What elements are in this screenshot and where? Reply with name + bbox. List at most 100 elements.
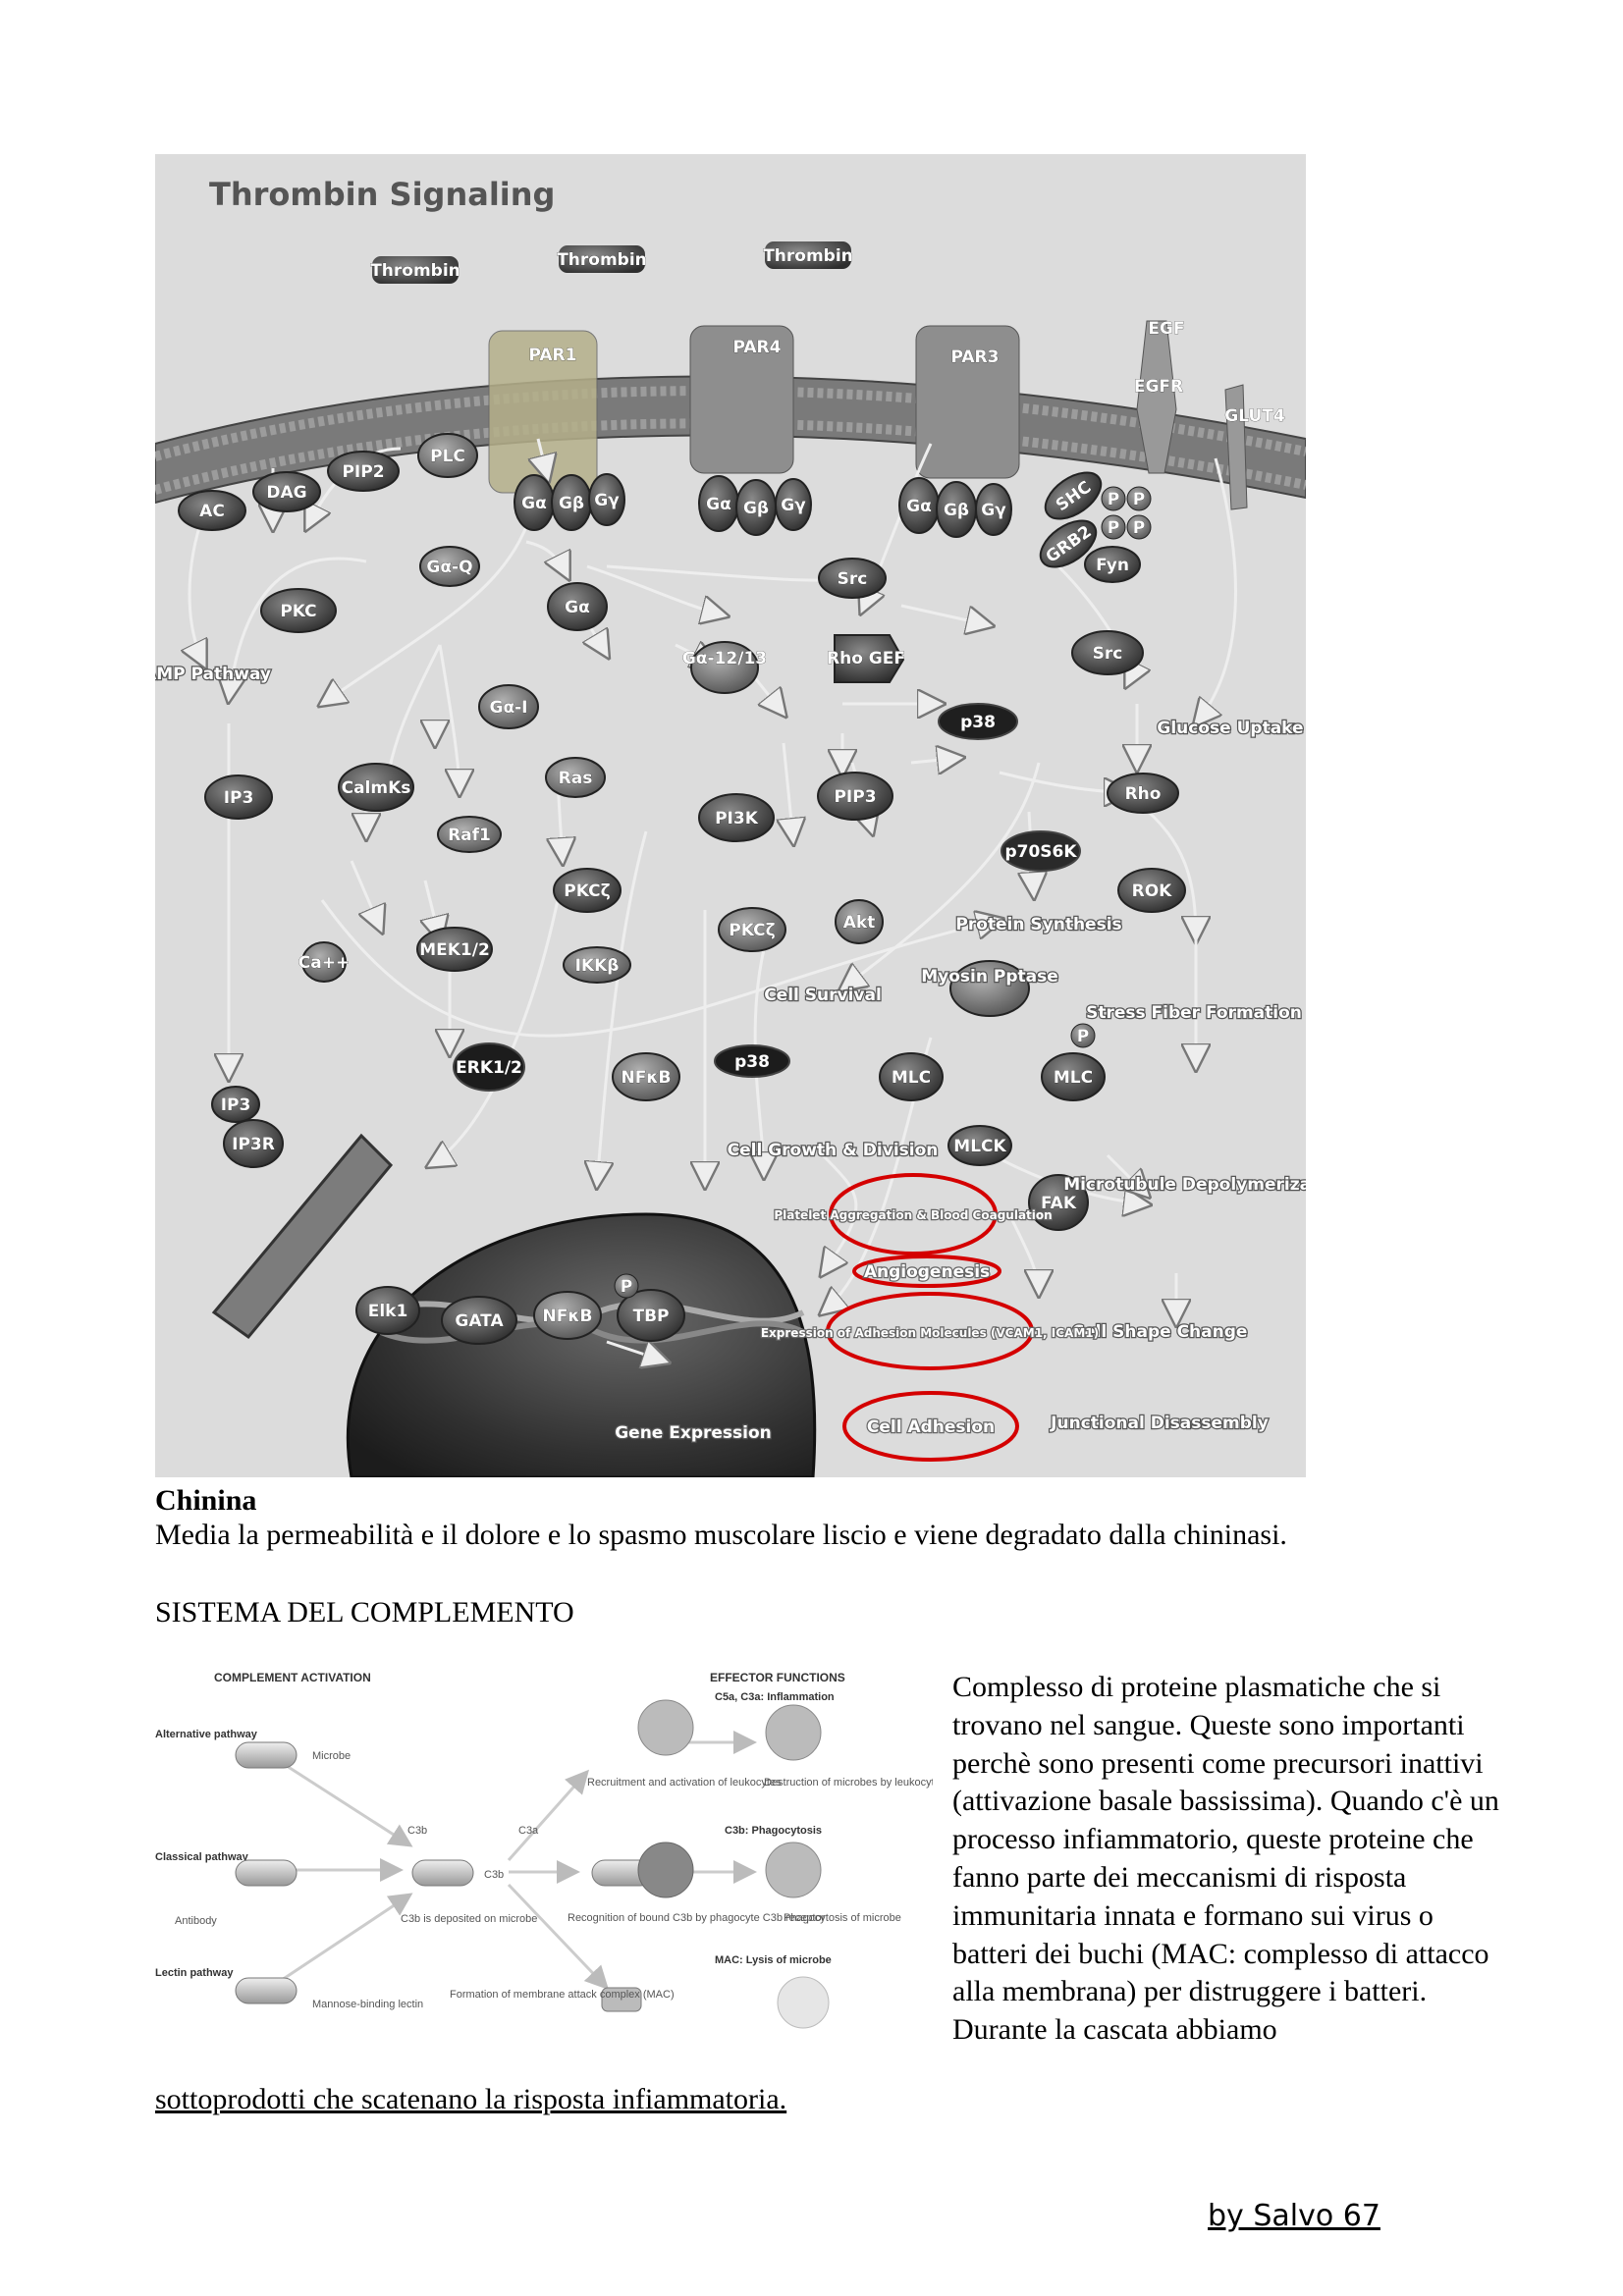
node-label: DAG (266, 483, 306, 503)
node-label: Gα-12/13 (682, 649, 767, 668)
leukocyte (766, 1705, 821, 1760)
node-label: IKKβ (575, 956, 620, 976)
node-label: P (1108, 490, 1119, 509)
node-label: Gα-Q (426, 558, 472, 577)
complement-continuation: sottoprodotti che scatenano la risposta … (155, 2083, 786, 2116)
node-label: PLC (430, 447, 465, 466)
figure-label: C3b is deposited on microbe (401, 1913, 537, 1925)
node-label: Src (1093, 644, 1123, 664)
receptor-label: Thrombin (557, 250, 647, 270)
node-label: p38 (734, 1052, 770, 1072)
outcome-label: Cell Adhesion (867, 1417, 995, 1437)
microbe (236, 1742, 297, 1768)
figure-label: Recruitment and activation of leukocytes (587, 1777, 782, 1789)
thrombin-signaling-figure: Thrombin Signaling (155, 154, 1306, 1477)
node-label: Rho GEF (827, 649, 905, 668)
figure-label: C5a, C3a: Inflammation (715, 1691, 835, 1703)
process-label: Cell Survival (764, 986, 882, 1005)
node-label: P (1077, 1027, 1089, 1046)
process-label: cAMP Pathway (155, 665, 271, 684)
figure-label: Destruction of microbes by leukocytes (764, 1777, 933, 1789)
node-label: Myosin Pptase (921, 967, 1058, 987)
leukocyte (638, 1700, 693, 1755)
figure-label: Formation of membrane attack complex (MA… (450, 1989, 675, 2001)
effector-functions-title: EFFECTOR FUNCTIONS (710, 1671, 845, 1684)
figure-label: Microbe (312, 1750, 351, 1762)
node-label: Gγ (981, 501, 1006, 520)
node-label: Gα-I (489, 698, 527, 718)
process-label: Junctional Disassembly (1050, 1414, 1269, 1433)
node-label: P (1133, 518, 1145, 538)
chinina-heading: Chinina (155, 1484, 256, 1518)
node-label: P (1108, 518, 1119, 538)
node-label: Gα (521, 494, 547, 513)
node-label: ROK (1132, 881, 1173, 901)
outcome-label: Expression of Adhesion Molecules (VCAM1,… (761, 1326, 1099, 1340)
receptor-label: PAR1 (529, 346, 577, 365)
outcome-label: Platelet Aggregation & Blood Coagulation (774, 1208, 1052, 1222)
node-label: MEK1/2 (419, 940, 490, 960)
node-label: Raf1 (448, 826, 491, 845)
node-label: Gγ (594, 491, 620, 510)
node-label: Gγ (781, 496, 806, 515)
node-label: GATA (455, 1311, 504, 1331)
node-label: Gα (706, 495, 731, 514)
receptor-label: EGFR (1134, 377, 1183, 397)
node-label: NFκB (622, 1068, 672, 1088)
figure-label: C3b (407, 1825, 427, 1837)
node-label: Rho (1125, 784, 1162, 804)
figure-label: C3b: Phagocytosis (725, 1825, 822, 1837)
receptor-label: EGF (1148, 319, 1184, 339)
node-label: Ca++ (298, 953, 350, 973)
phagocyte (638, 1842, 693, 1897)
node-label: PI3K (715, 809, 759, 828)
node-label: Elk1 (368, 1302, 408, 1321)
pathway-label: Alternative pathway (155, 1729, 258, 1740)
process-label: Glucose Uptake (1157, 719, 1303, 738)
phagocyte (766, 1842, 821, 1897)
node-label: p70S6K (1004, 842, 1077, 862)
figure-label: Antibody (175, 1915, 217, 1927)
complement-paragraph: Complesso di proteine plasmatiche che si… (952, 1669, 1502, 2050)
node-label: Src (838, 569, 868, 589)
node-label: TBP (632, 1307, 669, 1326)
figure-label: C3a (518, 1825, 539, 1837)
receptor-label: PAR3 (951, 347, 1000, 367)
glut4-receptor (1225, 385, 1247, 509)
node-label: Gα (906, 497, 932, 516)
node-label: IP3 (221, 1095, 251, 1115)
process-label: Stress Fiber Formation (1086, 1003, 1302, 1023)
receptor-label: Thrombin (370, 261, 460, 281)
microbe (236, 1978, 297, 2003)
node-label: P (621, 1277, 632, 1297)
node-label: CalmKs (342, 778, 411, 798)
node-label: PKCζ (564, 881, 610, 901)
node-label: PIP2 (342, 462, 384, 482)
receptor-label: PAR4 (733, 338, 782, 357)
node-label: PKCζ (729, 921, 775, 940)
node-label: ERK1/2 (456, 1058, 522, 1078)
node-label: IP3 (224, 788, 254, 808)
complement-activation-figure: COMPLEMENT ACTIVATION EFFECTOR FUNCTIONS… (155, 1664, 933, 2056)
figure-label: Mannose-binding lectin (312, 1999, 423, 2010)
pathway-label: Classical pathway (155, 1851, 249, 1863)
node-label: Fyn (1096, 556, 1129, 575)
complement-activation-title: COMPLEMENT ACTIVATION (214, 1671, 371, 1684)
page-footer: by Salvo 67 (1208, 2199, 1380, 2233)
node-label: PIP3 (834, 787, 876, 807)
chinina-text: Media la permeabilità e il dolore e lo s… (155, 1519, 1287, 1552)
outcome-label: Angiogenesis (864, 1262, 990, 1282)
process-label: Gene Expression (615, 1423, 772, 1443)
node-label: Gα (565, 598, 590, 617)
figure-label: C3b (484, 1869, 504, 1881)
figure-label: MAC: Lysis of microbe (715, 1954, 832, 1966)
receptor-label: Thrombin (763, 246, 853, 266)
process-label: Microtubule Depolymerization (1063, 1175, 1306, 1195)
node-label: IP3R (232, 1135, 275, 1154)
node-label: Akt (843, 913, 876, 933)
node-label: p38 (960, 713, 996, 732)
node-label: MLC (1054, 1068, 1093, 1088)
complement-heading: SISTEMA DEL COMPLEMENTO (155, 1596, 574, 1629)
process-label: Protein Synthesis (955, 915, 1121, 934)
microbe (412, 1860, 473, 1886)
